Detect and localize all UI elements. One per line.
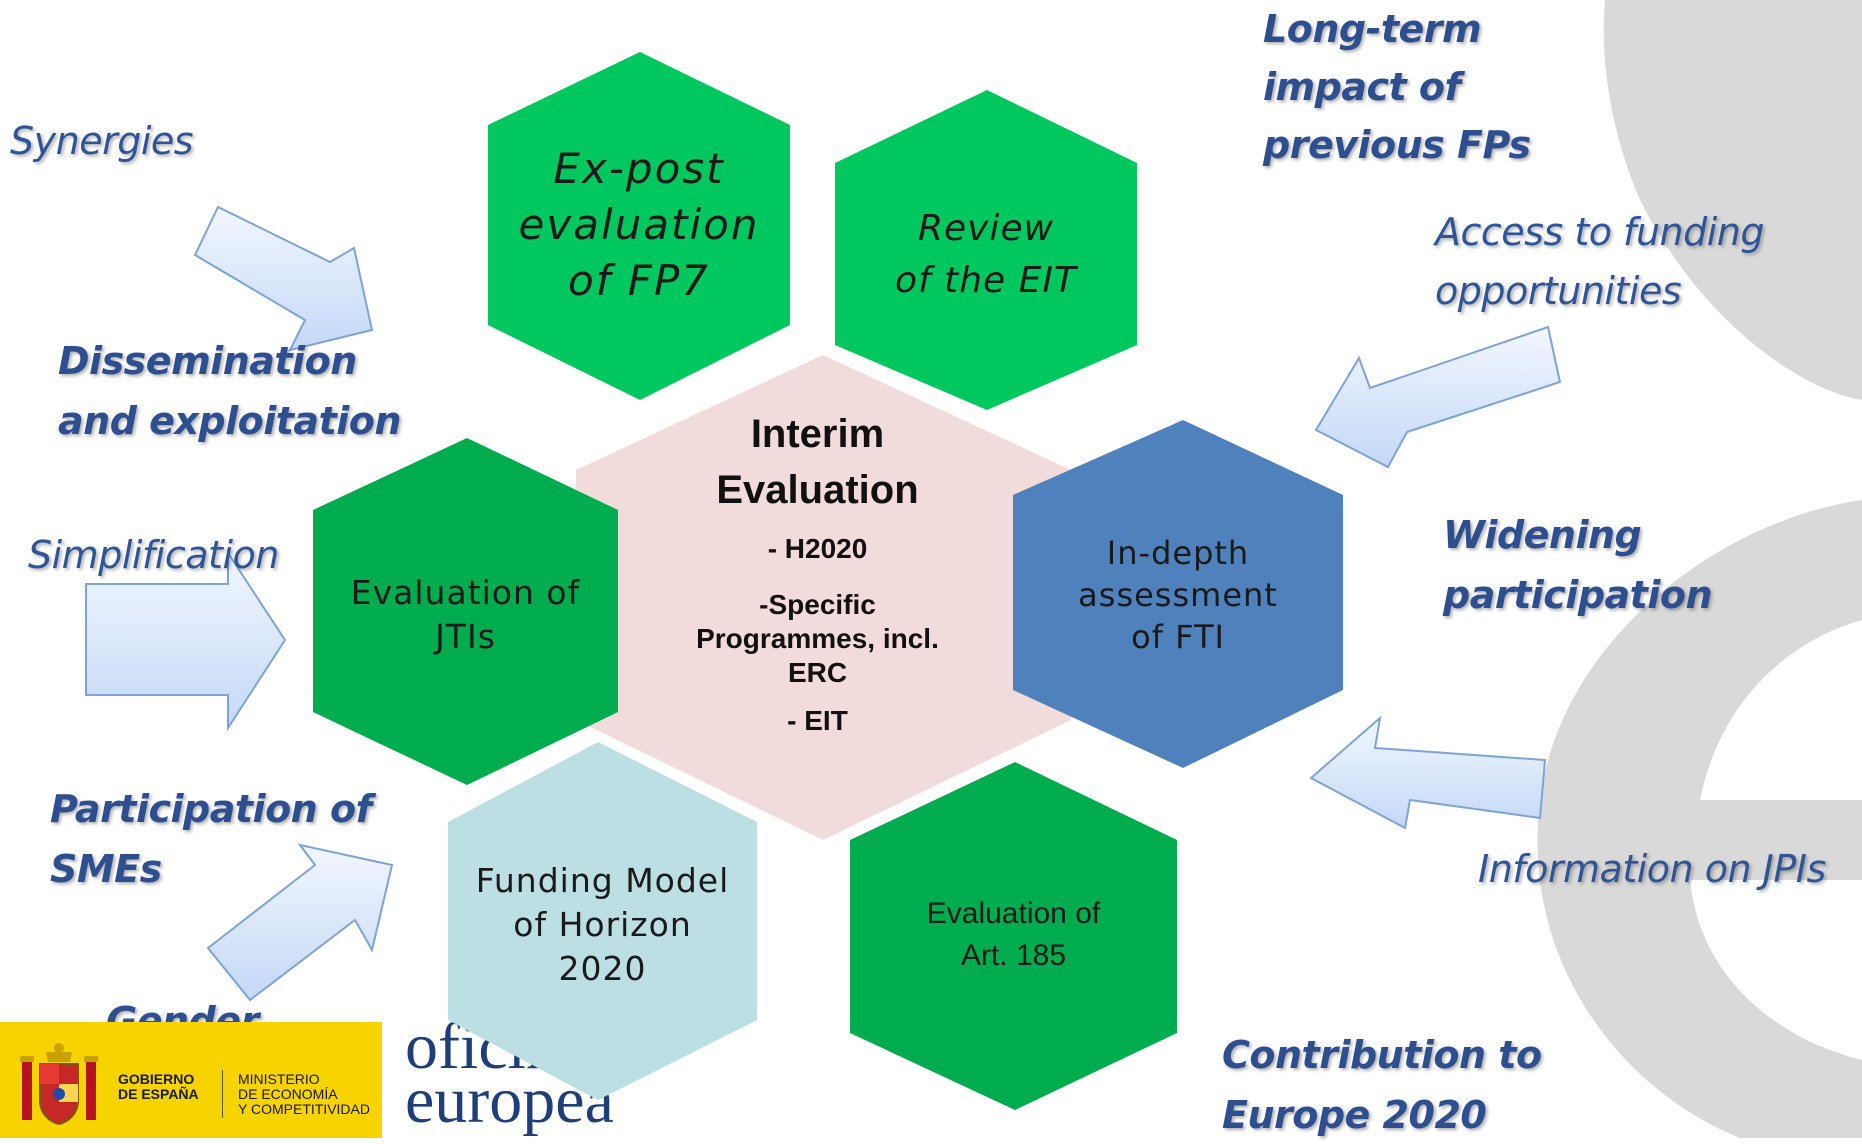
ministerio-label: MINISTERIO DE ECONOMÍA Y COMPETITIVIDAD: [238, 1072, 370, 1117]
label-europe-line2: Europe 2020: [1222, 1093, 1487, 1137]
eit-review-label: Review of the EIT: [835, 170, 1137, 340]
spain-coat-of-arms-icon: [20, 1043, 98, 1126]
arrow-sme: [206, 843, 394, 1002]
hexagon-ex-post: [488, 52, 790, 400]
label-dissemination-line2: and exploitation: [58, 399, 401, 443]
arrow-access: [1314, 325, 1562, 469]
jtis-line1: Evaluation of: [350, 573, 581, 612]
ministerio-line3: Y COMPETITIVIDAD: [238, 1101, 370, 1117]
label-europe-line1: Contribution to: [1222, 1033, 1542, 1077]
arrow-jpis: [1309, 715, 1547, 830]
fti-line3: of FTI: [1131, 618, 1225, 656]
center-item-eit: - EIT: [787, 705, 848, 736]
eit-review-line2: of the EIT: [894, 260, 1078, 301]
watermark-e-shape: [1537, 0, 1862, 1138]
ministerio-line2: DE ECONOMÍA: [238, 1086, 338, 1102]
label-widening-line2: participation: [1443, 573, 1713, 617]
gobierno-line1: GOBIERNO: [118, 1071, 195, 1087]
label-simplification: Simplification: [28, 533, 279, 577]
fti-line1: In-depth: [1106, 534, 1250, 572]
art185-line1: Evaluation of: [926, 897, 1101, 930]
label-participation-line1: Participation of: [50, 787, 372, 831]
fti-label: In-depth assessment of FTI: [1013, 520, 1343, 670]
center-label: Interim Evaluation - H2020 -Specific Pro…: [640, 406, 995, 738]
arrow-simplification: [85, 549, 287, 732]
center-item-specific-line3: ERC: [787, 657, 848, 688]
logo-divider: [222, 1070, 223, 1118]
funding-model-line2: of Horizon: [513, 905, 692, 944]
label-access-line1: Access to funding: [1435, 210, 1765, 254]
art185-label: Evaluation of Art. 185: [850, 880, 1177, 990]
center-item-specific-line1: -Specific: [759, 589, 876, 620]
art185-line2: Art. 185: [960, 939, 1067, 972]
funding-hexagon-overlap: [448, 1000, 757, 1100]
label-jpis: Information on JPIs: [1478, 847, 1826, 891]
label-long-term-line1: Long-term: [1263, 7, 1482, 51]
funding-model-line3: 2020: [558, 949, 647, 988]
label-long-term-line2: impact of: [1263, 65, 1461, 109]
funding-model-line1: Funding Model: [475, 861, 730, 900]
label-long-term-line3: previous FPs: [1263, 123, 1531, 167]
government-logo-banner: GOBIERNO DE ESPAÑA MINISTERIO DE ECONOMÍ…: [0, 1022, 382, 1138]
hexagon-eit-review: [835, 90, 1137, 410]
label-widening-line1: Widening: [1443, 513, 1642, 557]
ministerio-line1: MINISTERIO: [238, 1071, 320, 1087]
hexagon-fti: [1013, 420, 1343, 768]
label-dissemination-line1: Dissemination: [58, 339, 357, 383]
ex-post-label: Ex-post evaluation of FP7: [488, 125, 790, 325]
jtis-line2: JTIs: [435, 617, 496, 656]
hexagon-art185: [850, 762, 1177, 1110]
label-access-line2: opportunities: [1435, 269, 1682, 313]
arrow-synergies: [193, 205, 374, 352]
center-title-line2: Evaluation: [716, 468, 919, 512]
fti-line2: assessment: [1078, 576, 1278, 614]
center-title-line1: Interim: [750, 412, 885, 456]
ex-post-line2: evaluation: [518, 200, 760, 249]
center-item-h2020: - H2020: [767, 533, 868, 564]
ex-post-line3: of FP7: [567, 256, 711, 305]
gobierno-line2: DE ESPAÑA: [118, 1086, 199, 1102]
center-hexagon: [576, 355, 1071, 840]
label-synergies: Synergies: [10, 119, 194, 163]
gobierno-label: GOBIERNO DE ESPAÑA: [118, 1072, 199, 1102]
jtis-label: Evaluation of JTIs: [313, 565, 618, 665]
ex-post-line1: Ex-post: [553, 144, 725, 193]
center-item-specific-line2: Programmes, incl.: [696, 623, 939, 654]
funding-model-label: Funding Model of Horizon 2020: [448, 855, 757, 995]
hexagon-jtis: [313, 438, 618, 785]
eit-review-line1: Review: [917, 208, 1055, 249]
label-participation-line2: SMEs: [50, 847, 162, 891]
